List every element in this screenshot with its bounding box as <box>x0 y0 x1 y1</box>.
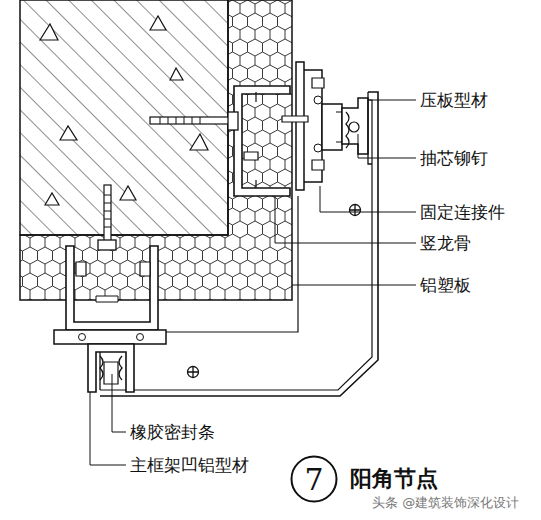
main-frame-channel <box>76 262 150 276</box>
screw-symbol <box>187 366 199 378</box>
leader-line <box>358 134 416 158</box>
watermark: 头条 @建筑装饰深化设计 <box>372 495 519 511</box>
vertical-keel <box>234 86 290 196</box>
aluminum-plastic-panel <box>100 92 378 396</box>
anchor-bolt <box>104 117 235 247</box>
main-frame-channel <box>96 296 118 302</box>
anchor-bolt <box>104 195 111 227</box>
detail-number-circle: 7 <box>290 455 338 503</box>
fixing-connector <box>314 144 322 152</box>
part-label: 抽芯铆钉 <box>420 148 488 168</box>
aluminum-plastic-panel <box>160 196 298 332</box>
main-frame-channel <box>66 246 158 330</box>
aluminum-plastic-panel <box>322 358 368 359</box>
concrete-wall <box>40 16 208 205</box>
sealing-profile <box>88 344 134 392</box>
pressing-profile <box>346 112 349 148</box>
main-frame-channel <box>137 334 144 341</box>
part-label: 橡胶密封条 <box>130 422 215 442</box>
pressing-profile <box>322 98 368 154</box>
vertical-keel <box>228 86 290 196</box>
aluminum-plastic-panel <box>100 100 372 390</box>
pressing-profile <box>349 122 359 132</box>
main-frame-channel <box>79 334 86 341</box>
main-frame-channel <box>54 330 166 344</box>
anchor-bolt <box>150 117 235 124</box>
callout-number: 7 <box>290 462 338 497</box>
vertical-keel <box>228 112 238 130</box>
sealing-profile <box>104 362 118 384</box>
screw-symbol <box>349 204 361 216</box>
screw-symbol <box>187 204 361 378</box>
vertical-keel <box>244 92 258 188</box>
pressing-profile <box>322 104 342 150</box>
part-label: 铝塑板 <box>420 275 471 295</box>
anchor-bolt <box>160 117 200 124</box>
fixing-connector <box>314 96 322 104</box>
pressing-profile <box>336 112 342 142</box>
aluminum-plastic-panel <box>100 92 378 396</box>
part-label: 压板型材 <box>420 90 488 110</box>
leader-line <box>275 196 416 243</box>
leader-line <box>112 374 126 432</box>
leader-line <box>320 186 416 212</box>
main-frame-channel <box>54 240 166 344</box>
anchor-bolt <box>104 185 111 247</box>
part-label: 竖龙骨 <box>420 233 471 253</box>
fixing-connector <box>282 62 324 190</box>
main-frame-channel <box>98 240 116 250</box>
leader-line <box>292 285 416 286</box>
screw-symbol <box>188 367 199 378</box>
leader-line <box>368 100 416 101</box>
part-label: 主框架凹铝型材 <box>130 455 249 475</box>
sealing-profile <box>88 344 134 392</box>
part-label: 固定连接件 <box>420 202 505 222</box>
leader-line <box>90 392 126 465</box>
fixing-connector <box>296 62 304 190</box>
detail-title: 阳角节点 <box>350 466 438 492</box>
leader-line <box>90 100 416 465</box>
pressing-profile <box>342 98 368 154</box>
fixing-connector <box>282 78 324 170</box>
screw-symbol <box>350 205 361 216</box>
aluminum-plastic-panel <box>368 92 372 164</box>
